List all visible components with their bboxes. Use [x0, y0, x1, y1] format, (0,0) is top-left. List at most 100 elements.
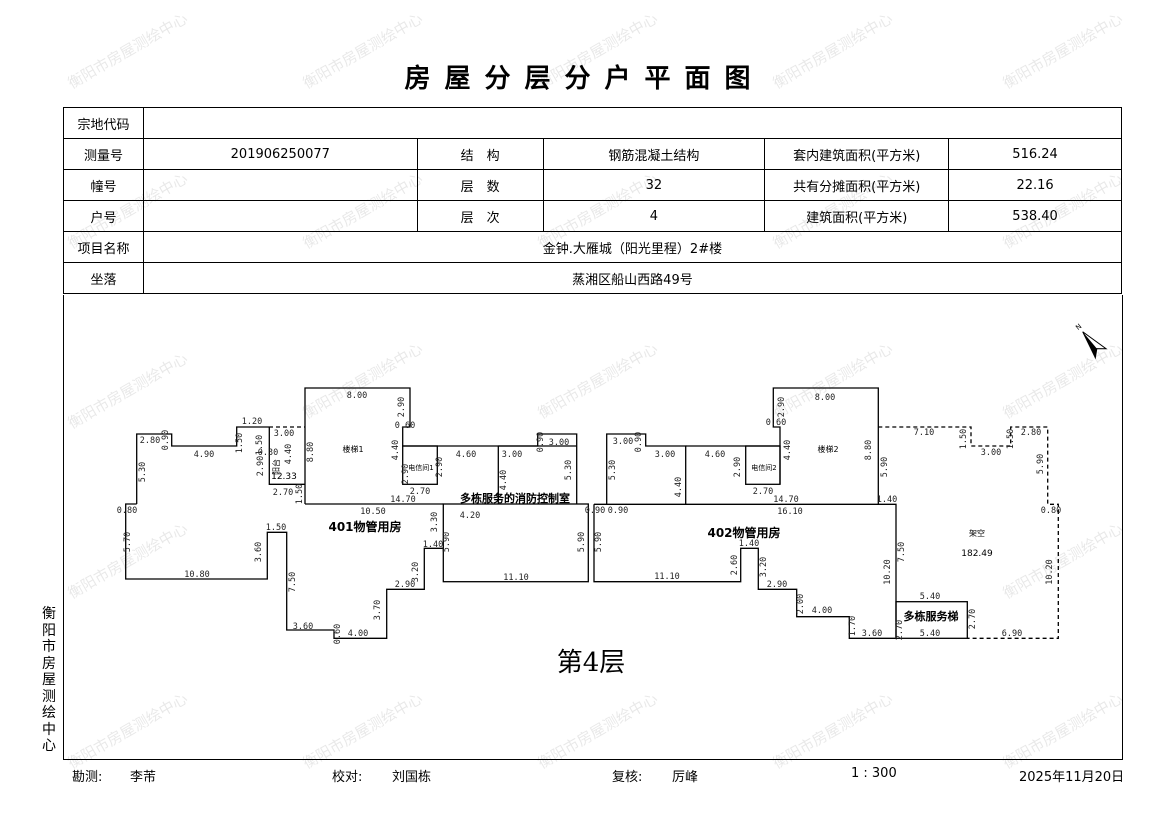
dimension-label: 1.40: [877, 495, 897, 505]
dimension-label: 2.80: [1021, 428, 1041, 438]
dimension-label: 10.20: [1045, 559, 1055, 585]
dimension-label: 4.60: [456, 450, 476, 460]
dimension-label: 11.10: [503, 573, 529, 583]
dimension-label: 5.90: [442, 532, 452, 552]
dimension-label: 0.90: [161, 430, 171, 450]
svg-text:N: N: [1074, 322, 1083, 332]
dimension-label: 5.30: [564, 460, 574, 480]
dimension-label: 8.00: [815, 393, 835, 403]
dimension-label: 10.20: [883, 559, 893, 585]
dimension-label: 4.90: [194, 450, 214, 460]
stair-1-label: 楼梯1: [342, 444, 363, 454]
dimension-label: 3.30: [430, 512, 440, 532]
dimension-label: 3.00: [549, 438, 569, 448]
dimension-label: 7.50: [897, 542, 907, 562]
dimension-label: 3.00: [655, 450, 675, 460]
dimension-label: 2.90: [767, 580, 787, 590]
dimension-label: 6.90: [1002, 629, 1022, 639]
dimension-label: 1.50: [255, 435, 265, 455]
dimension-label: 2.00: [796, 594, 806, 614]
dimension-label: 1.50: [295, 484, 305, 504]
service-stair-outline: [895, 601, 968, 639]
dimension-label: 0.80: [1041, 506, 1061, 516]
dimension-label: 4.00: [348, 629, 368, 639]
dimension-label: 1.50: [959, 429, 969, 449]
value: 538.40: [948, 200, 1122, 232]
reviewer-label: 复核:: [612, 770, 643, 785]
dimension-label: 2.90: [256, 456, 266, 476]
dimension-label: 4.40: [783, 440, 793, 460]
fire-control-room-label: 多栋服务的消防控制室: [460, 491, 570, 505]
label: 建筑面积(平方米): [764, 200, 950, 232]
dimension-label: 14.70: [390, 495, 416, 505]
open-area-value: 182.49: [961, 549, 993, 559]
dimension-label: 4.40: [284, 444, 294, 464]
reviewer-name: 厉峰: [672, 770, 699, 785]
dimension-label: 3.00: [613, 437, 633, 447]
dimension-label: 2.70: [895, 620, 905, 640]
table-row: 坐落蒸湘区船山西路49号: [63, 262, 1123, 294]
floor-label: 第4层: [557, 648, 626, 678]
fire-control-room-outline: [442, 503, 589, 583]
balcony-area: 12.33: [271, 472, 297, 482]
dimension-label: 1.20: [242, 417, 262, 427]
plan-frame: [63, 295, 1123, 760]
dimension-label: 4.40: [499, 470, 509, 490]
dimension-label: 3.60: [254, 542, 264, 562]
dimension-label: 0.60: [395, 421, 415, 431]
dimension-label: 2.70: [753, 487, 773, 497]
room-402-label: 402物管用房: [707, 525, 780, 540]
dimension-label: 1.50: [266, 523, 286, 533]
service-stair-label: 多栋服务梯: [904, 609, 959, 623]
date: 2025年11月20日: [1019, 770, 1125, 785]
label: 项目名称: [63, 231, 144, 263]
dimension-label: 3.60: [293, 622, 313, 632]
dimension-label: 4.40: [674, 477, 684, 497]
telecom-room-1-label: 电信间1: [408, 463, 433, 472]
dimension-label: 5.90: [880, 457, 890, 477]
unit-402-outline: [593, 387, 897, 639]
value: 32: [542, 169, 766, 201]
dimension-label: 10.50: [360, 507, 386, 517]
dimension-label: 3.20: [411, 562, 421, 582]
checker-label: 校对:: [332, 770, 363, 785]
dimension-label: 3.20: [759, 557, 769, 577]
open-area-label: 架空: [969, 528, 985, 538]
stair-2-label: 楼梯2: [817, 444, 838, 454]
dimension-label: 8.80: [306, 442, 316, 462]
dimension-label: 8.00: [347, 391, 367, 401]
dimension-label: 1.50: [235, 433, 245, 453]
balcony-label: 阳台: [271, 459, 281, 475]
dimension-label: 3.00: [502, 450, 522, 460]
dimension-label: 2.70: [273, 488, 293, 498]
value: 22.16: [948, 169, 1122, 201]
dimension-label: 0.30: [258, 448, 278, 458]
dimension-label: 4.60: [705, 450, 725, 460]
dimension-label: 2.80: [140, 436, 160, 446]
dimension-label: 14.70: [773, 495, 799, 505]
dimension-label: 4.00: [812, 606, 832, 616]
dimension-label: 5.90: [577, 532, 587, 552]
dimension-label: 5.40: [920, 592, 940, 602]
dimension-label: 5.90: [1036, 454, 1046, 474]
dimension-label: 3.00: [274, 429, 294, 439]
page-title: 房屋分层分户平面图: [404, 64, 765, 94]
dimension-label: 2.70: [410, 487, 430, 497]
dimension-label: 2.90: [397, 397, 407, 417]
dimension-label: 10.80: [184, 570, 210, 580]
dimension-label: 2.90: [777, 397, 787, 417]
dimension-label: 2.90: [435, 457, 445, 477]
north-arrow-icon: N: [1074, 322, 1108, 360]
dimension-label: 4.40: [391, 440, 401, 460]
room-401-label: 401物管用房: [328, 519, 401, 534]
dimension-label: 5.70: [123, 532, 133, 552]
dimension-label: 0.60: [333, 624, 343, 644]
value: 516.24: [948, 138, 1122, 170]
dimension-label: 0.90: [585, 506, 605, 516]
dimension-label: 0.90: [608, 506, 628, 516]
surveyor-name: 李芾: [130, 770, 157, 785]
dimension-label: 2.70: [968, 609, 978, 629]
